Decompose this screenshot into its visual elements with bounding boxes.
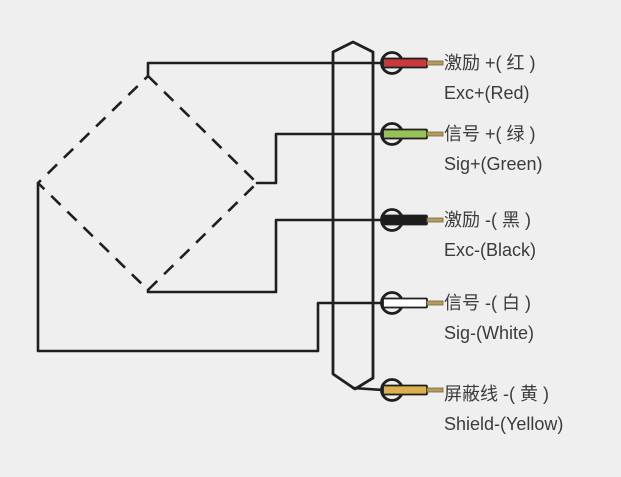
label-exc-plus-en: Exc+(Red)	[444, 83, 530, 103]
terminal-exc-plus	[380, 51, 444, 75]
conductor-tip-icon	[426, 60, 444, 66]
terminal-sig-plus	[380, 122, 444, 146]
label-sig-minus: 信号 -( 白 ) Sig-(White)	[444, 288, 620, 348]
label-shield-en: Shield-(Yellow)	[444, 414, 564, 434]
conductor-tip-icon	[426, 300, 444, 306]
wire-exc-minus-path	[146, 218, 385, 294]
wires	[36, 61, 385, 392]
label-exc-plus: 激励 +( 红 ) Exc+(Red)	[444, 48, 620, 108]
conductor-tip-icon	[426, 217, 444, 223]
wire-sig-plus-path	[255, 132, 385, 185]
conductor-tip-icon	[426, 387, 444, 393]
terminal-exc-minus	[380, 208, 444, 232]
label-exc-minus: 激励 -( 黑 ) Exc-(Black)	[444, 205, 620, 265]
label-exc-minus-zh: 激励 -( 黑 )	[444, 210, 531, 230]
label-sig-minus-en: Sig-(White)	[444, 323, 535, 343]
terminal-shield	[380, 378, 444, 402]
cable-shield-body-icon	[331, 40, 375, 391]
label-sig-plus-en: Sig+(Green)	[444, 154, 543, 174]
label-exc-minus-en: Exc-(Black)	[444, 240, 537, 260]
label-shield-zh: 屏蔽线 -( 黄 )	[444, 384, 549, 404]
label-sig-minus-zh: 信号 -( 白 )	[444, 293, 531, 313]
wire-sig-minus-path	[36, 181, 385, 353]
terminal-sig-minus	[380, 291, 444, 315]
label-shield: 屏蔽线 -( 黄 ) Shield-(Yellow)	[444, 379, 620, 439]
wire-exc-plus-path	[146, 61, 385, 78]
conductor-tip-icon	[426, 131, 444, 137]
label-sig-plus-zh: 信号 +( 绿 )	[444, 124, 536, 144]
label-sig-plus: 信号 +( 绿 ) Sig+(Green)	[444, 119, 620, 179]
label-exc-plus-zh: 激励 +( 红 )	[444, 53, 536, 73]
